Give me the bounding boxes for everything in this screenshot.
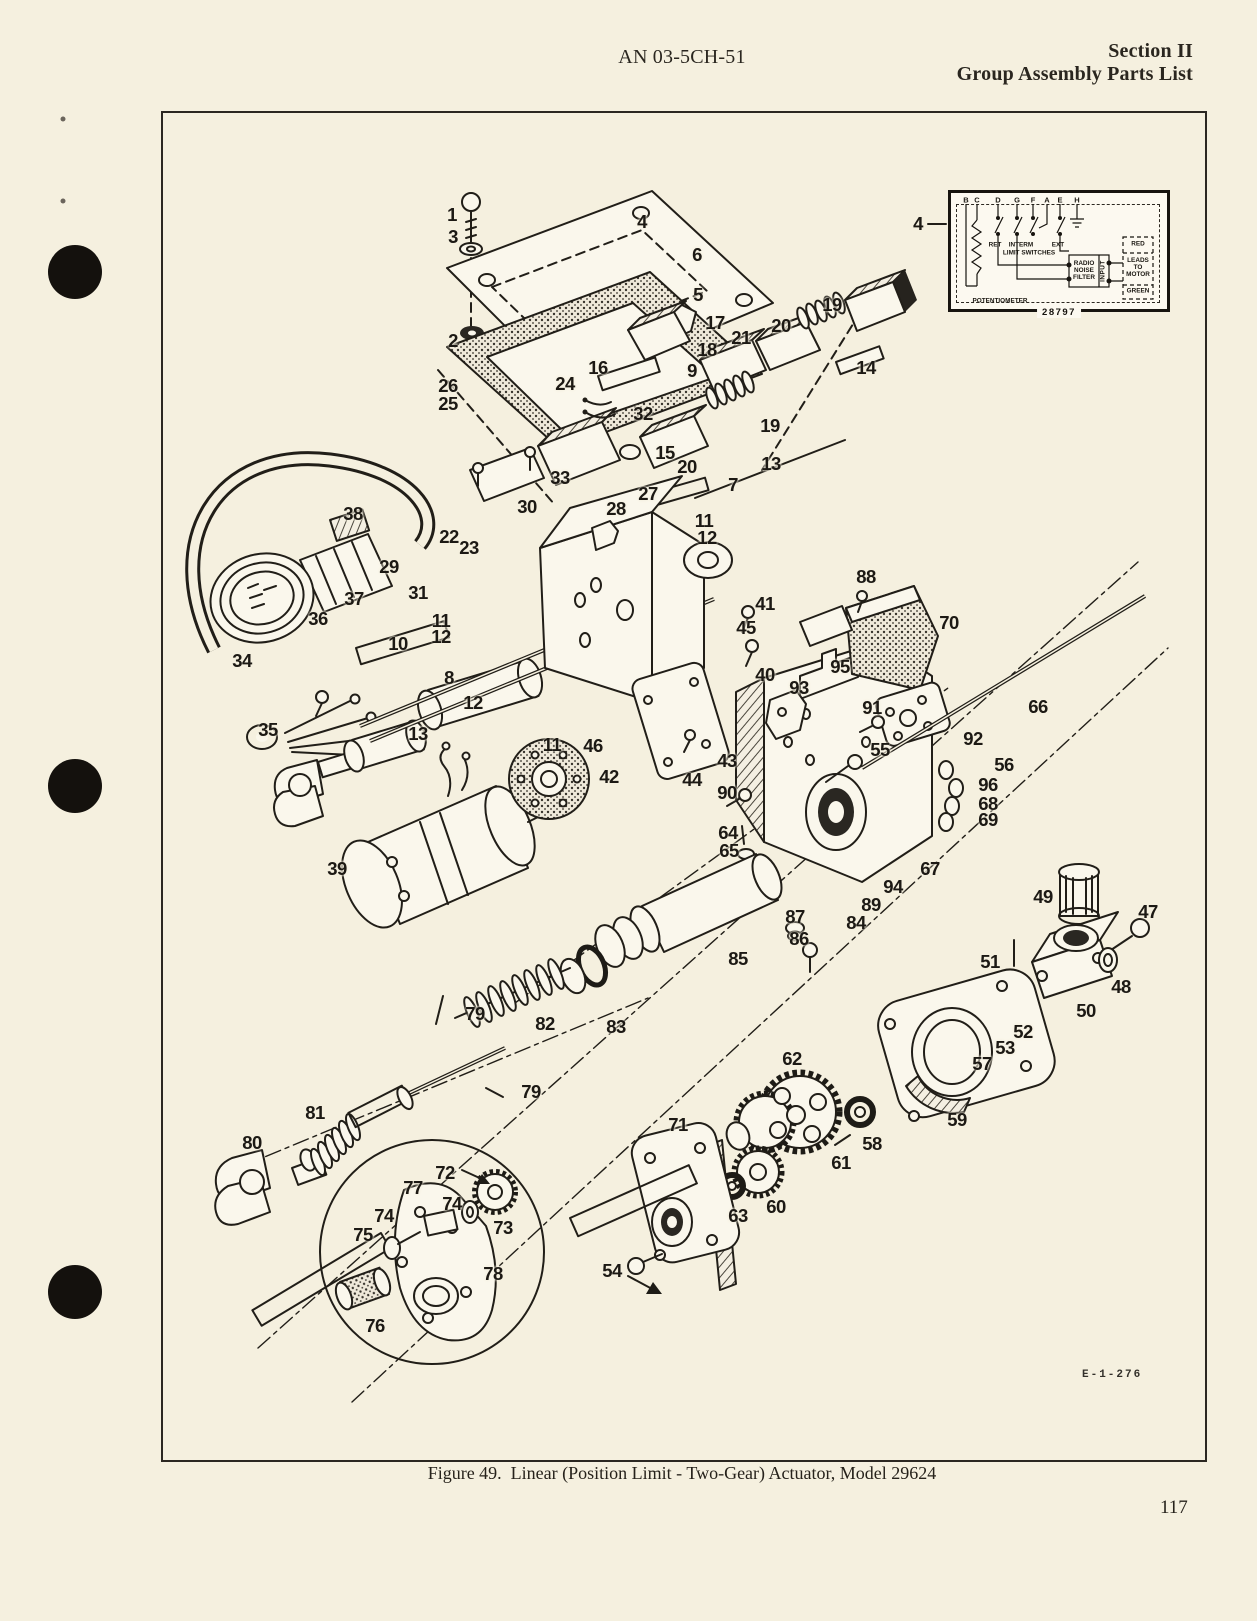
terminal-label-b: B — [963, 195, 969, 205]
terminal-label-a: A — [1044, 195, 1050, 205]
terminal-label-c: C — [974, 195, 980, 205]
ext-switch-label: EXT — [1051, 241, 1065, 249]
doc-number: AN 03-5CH-51 — [618, 46, 746, 68]
potentiometer-label: POTENTIOMETER — [972, 297, 1028, 305]
wiring-diagram-inset: B C D G F A E H RET INTERM EXT LIMIT SWI… — [948, 190, 1170, 318]
punch-hole — [48, 245, 102, 299]
figure-code: E-1-276 — [1082, 1369, 1143, 1381]
punch-hole — [48, 759, 102, 813]
radio-noise-filter-label: RADIO NOISE FILTER — [1073, 259, 1095, 281]
page-number: 117 — [1160, 1497, 1188, 1518]
leads-to-motor-label: LEADS TO MOTOR — [1126, 256, 1150, 278]
input-label: INPUT — [1099, 260, 1107, 282]
terminal-label-g: G — [1014, 195, 1020, 205]
header-section-block: Section II Group Assembly Parts List — [957, 40, 1193, 86]
figure-frame — [161, 111, 1207, 1462]
wiring-inset-dashed-border — [956, 204, 1160, 303]
terminal-label-d: D — [995, 195, 1001, 205]
wiring-inset-schematic — [965, 204, 1154, 300]
interm-switch-label: INTERM — [1008, 241, 1034, 249]
figure-caption: Figure 49. Linear (Position Limit - Two-… — [427, 1463, 937, 1483]
ret-switch-label: RET — [988, 241, 1002, 249]
limit-switches-label: LIMIT SWITCHES — [1002, 249, 1056, 257]
margin-dot — [60, 198, 66, 204]
terminal-label-e: E — [1057, 195, 1063, 205]
inset-part-number: 28797 — [1037, 307, 1081, 318]
section-title: Section II — [1108, 40, 1193, 62]
section-subtitle: Group Assembly Parts List — [956, 63, 1193, 85]
green-lead-label: GREEN — [1126, 287, 1150, 295]
terminal-label-f: F — [1030, 195, 1036, 205]
punch-hole — [48, 1265, 102, 1319]
red-lead-label: RED — [1131, 240, 1145, 248]
margin-dot — [60, 116, 66, 122]
terminal-label-h: H — [1074, 195, 1080, 205]
